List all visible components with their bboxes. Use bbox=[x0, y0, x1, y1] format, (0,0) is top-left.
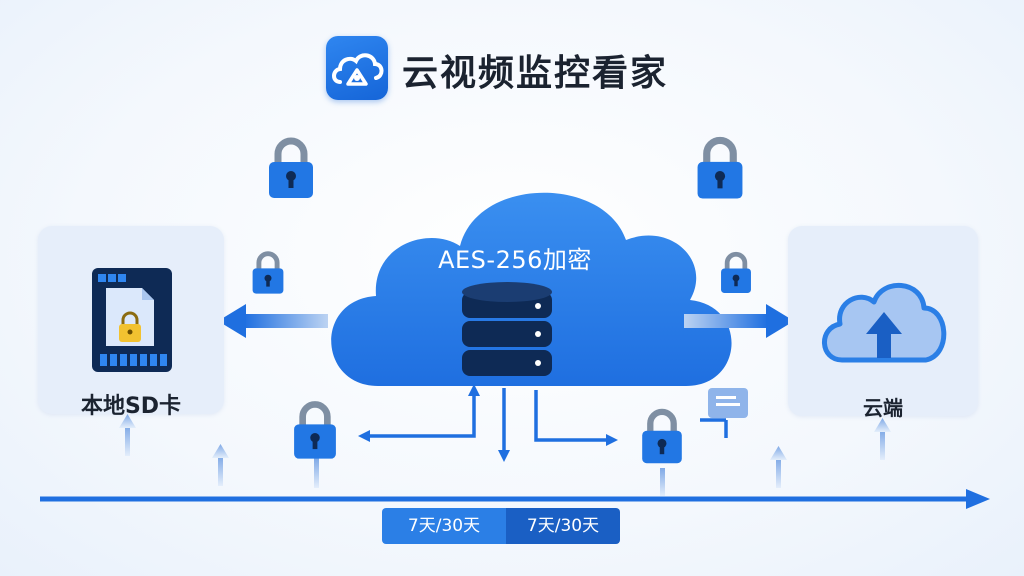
upward-arrows bbox=[119, 414, 891, 496]
connector-lines bbox=[368, 388, 728, 452]
lock-icon bbox=[698, 140, 743, 198]
header: 云视频监控看家 bbox=[326, 36, 726, 102]
app-title: 云视频监控看家 bbox=[402, 53, 669, 94]
lock-icon bbox=[253, 254, 284, 294]
lock-icon bbox=[721, 254, 751, 293]
sd-card-icon bbox=[92, 268, 172, 372]
document-icon bbox=[708, 388, 748, 418]
arrow-to-cloud bbox=[684, 304, 794, 338]
sd-card-label: 本地SD卡 bbox=[80, 394, 182, 419]
local-storage-panel bbox=[38, 226, 224, 414]
lock-icon bbox=[269, 141, 313, 198]
connector-arrowheads bbox=[358, 384, 618, 462]
cloud-camera-icon bbox=[326, 36, 388, 100]
retention-badge: 7天/30天 7天/30天 bbox=[382, 508, 620, 544]
database-icon bbox=[462, 282, 552, 376]
retention-option: 7天/30天 bbox=[506, 508, 620, 544]
lock-icon bbox=[642, 412, 682, 463]
timeline-arrow bbox=[40, 489, 990, 509]
cloud-upload-icon bbox=[822, 283, 947, 363]
lock-icon bbox=[294, 404, 336, 458]
cloud-storage-panel bbox=[788, 226, 978, 416]
arrow-to-sd-card bbox=[218, 304, 328, 338]
retention-option: 7天/30天 bbox=[382, 508, 506, 544]
encryption-label: AES-256加密 bbox=[438, 246, 592, 274]
cloud-label: 云端 bbox=[863, 396, 903, 420]
